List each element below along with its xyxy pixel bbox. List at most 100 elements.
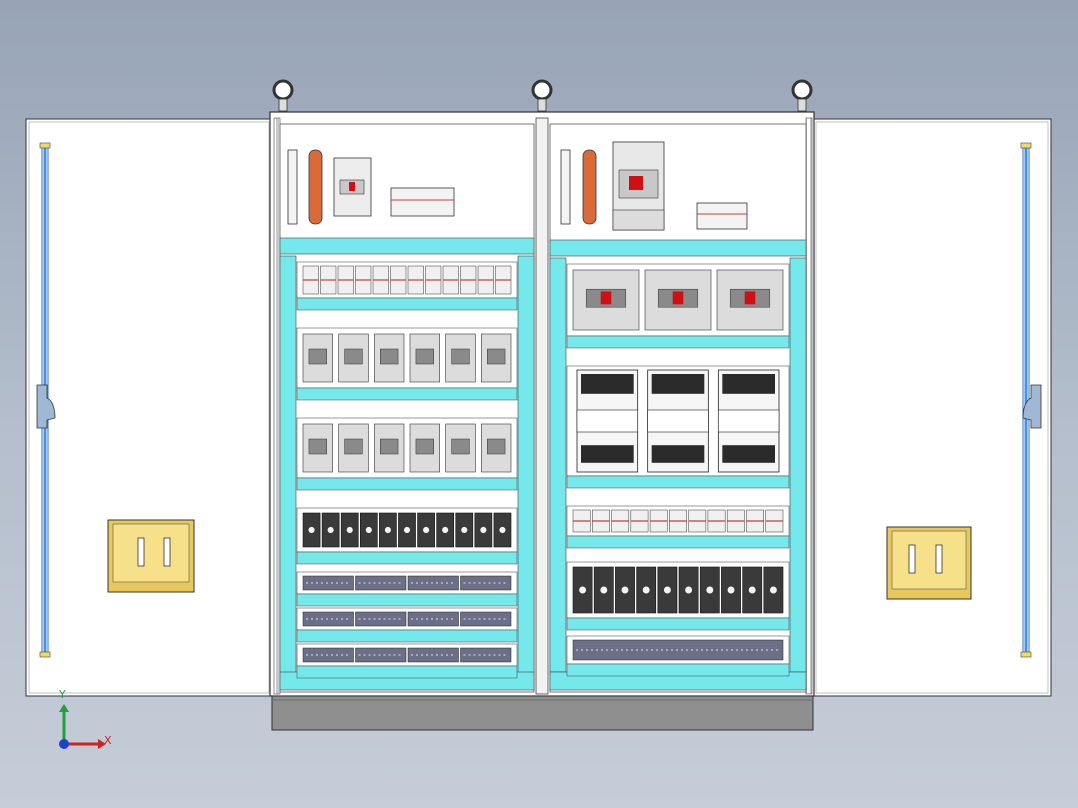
breaker-unit [302, 423, 333, 473]
breaker-unit [374, 423, 405, 473]
left-rows-row-5 [296, 571, 518, 595]
terminal-strip-unit [765, 509, 784, 533]
copper-busbar-right [582, 149, 597, 225]
terminal-unit [302, 647, 354, 663]
relay-unit [455, 512, 474, 548]
relay-unit [493, 512, 512, 548]
row-separator-rail [566, 535, 790, 549]
relay-unit [398, 512, 416, 548]
terminal-strip-unit [572, 509, 591, 533]
terminal-unit [460, 611, 512, 627]
ground-bar-left [287, 149, 298, 225]
left-rows-row-6 [296, 607, 518, 631]
left-door-handle[interactable] [107, 519, 195, 593]
left-rows-row-7 [296, 643, 518, 667]
axis-triad: X Y [58, 688, 112, 749]
terminal-strip-unit [688, 509, 707, 533]
left-bay-rows [296, 261, 518, 679]
x-axis-label: X [104, 734, 112, 747]
breaker-unit [445, 333, 476, 383]
relay-module-unit [742, 566, 763, 614]
lifting-eye-center-icon [531, 79, 553, 112]
relay-unit [340, 512, 359, 548]
contactor-unit [576, 369, 639, 473]
right-rows-row-4 [566, 561, 790, 619]
terminal-unit [302, 575, 354, 591]
main-breaker-left [333, 157, 372, 217]
contactor-unit [647, 369, 709, 473]
right-door-rod [1020, 142, 1042, 658]
right-duct-left [549, 257, 567, 673]
terminal-strip-unit [630, 509, 649, 533]
right-top-rail [549, 239, 807, 257]
breaker-unit [644, 269, 712, 331]
terminal-strip-unit [611, 509, 630, 533]
lifting-eye-left-icon [272, 79, 294, 112]
terminal-unit [407, 611, 459, 627]
right-bay-rows [566, 263, 790, 677]
breaker-unit [338, 333, 369, 383]
left-rows-row-1 [296, 261, 518, 299]
left-top-rail [279, 237, 535, 255]
breaker-unit [338, 423, 369, 473]
relay-module-unit [678, 566, 699, 614]
relay-unit [359, 512, 378, 548]
terminal-strip-unit [592, 509, 610, 533]
terminal-unit [460, 647, 512, 663]
relay-unit [474, 512, 493, 548]
right-rows-row-1 [566, 263, 790, 337]
relay-module-unit [699, 566, 720, 614]
terminal-strip-unit [460, 265, 477, 295]
relay-unit [302, 512, 321, 548]
right-door-handle[interactable] [886, 526, 972, 600]
left-bay [279, 123, 535, 693]
breaker-unit [409, 423, 440, 473]
terminal-unit [407, 647, 459, 663]
breaker-unit [445, 423, 476, 473]
breaker-unit [374, 333, 405, 383]
relay-module-unit [763, 566, 784, 614]
terminal-strip-unit [302, 265, 319, 295]
terminal-strip-unit [337, 265, 354, 295]
terminal-unit [355, 647, 407, 663]
row-separator-rail [296, 551, 518, 565]
row-separator-rail [566, 617, 790, 631]
terminal-strip-unit [407, 265, 424, 295]
left-rows-row-2 [296, 327, 518, 389]
breaker-unit [572, 269, 640, 331]
right-rows-row-5 [566, 635, 790, 665]
contactor-unit [717, 369, 780, 473]
terminal-unit [355, 611, 407, 627]
row-separator-rail [296, 593, 518, 607]
left-rows-row-4 [296, 507, 518, 553]
terminal-strip-unit [726, 509, 745, 533]
y-axis-label: Y [58, 688, 66, 701]
row-separator-rail [566, 475, 790, 489]
terminal-strip-unit [442, 265, 459, 295]
main-breaker-large-right [612, 141, 665, 231]
relay-module-unit [636, 566, 657, 614]
terminal-strip-unit [390, 265, 407, 295]
terminal-strip-unit [355, 265, 372, 295]
relay-unit [379, 512, 397, 548]
row-separator-rail [296, 297, 518, 311]
terminal-strip-unit [746, 509, 764, 533]
terminal-strip-unit [707, 509, 726, 533]
left-rows-row-3 [296, 417, 518, 479]
right-duct-right [789, 257, 807, 673]
ground-bar-right [560, 149, 571, 225]
row-separator-rail [296, 477, 518, 491]
left-door-rod [36, 142, 56, 658]
terminal-strip-unit [320, 265, 337, 295]
relay-unit [417, 512, 435, 548]
terminal-strip-unit [669, 509, 687, 533]
terminal-unit [355, 575, 407, 591]
breaker-unit [481, 423, 512, 473]
lifting-eye-right-icon [791, 79, 813, 112]
terminal-strip-unit [477, 265, 494, 295]
terminal-unit [572, 639, 784, 661]
right-rows-row-2 [566, 365, 790, 477]
relay-module-unit [593, 566, 614, 614]
terminal-strip-unit [649, 509, 668, 533]
